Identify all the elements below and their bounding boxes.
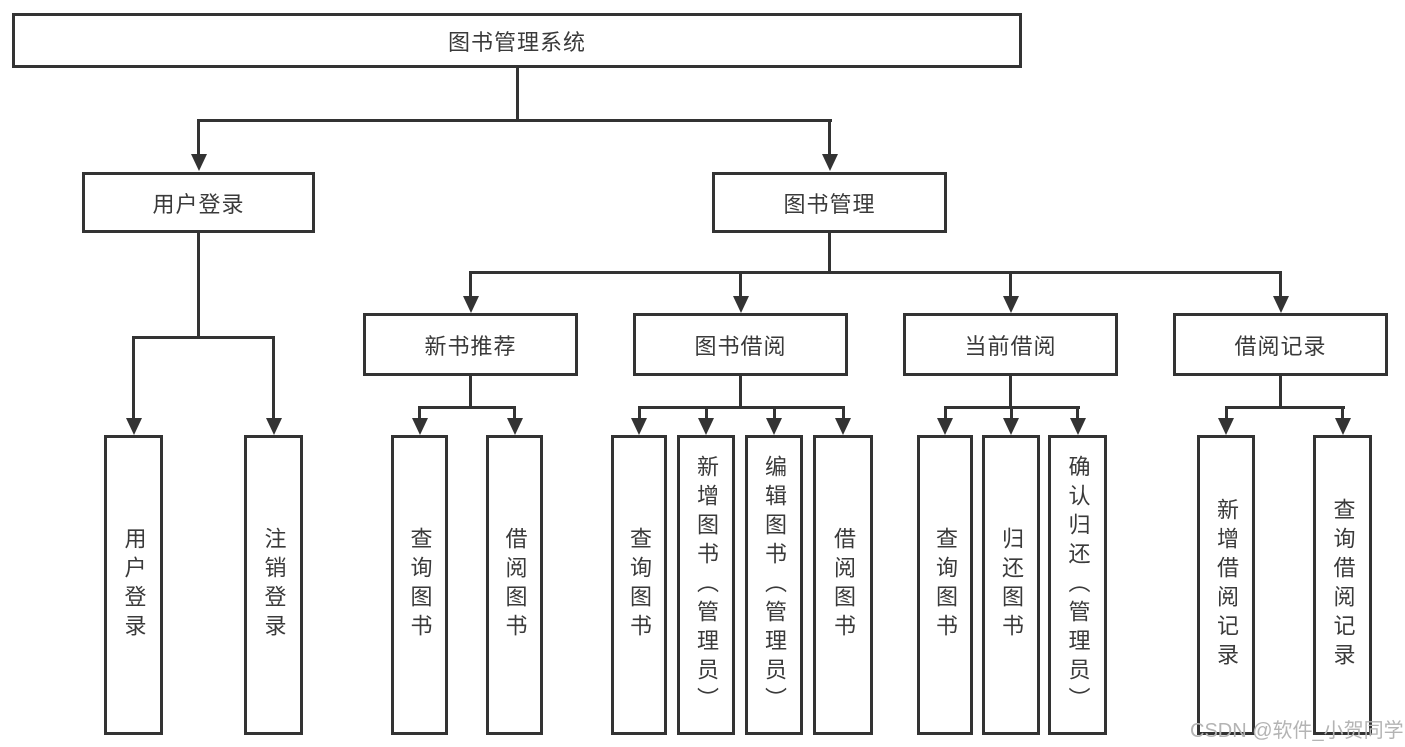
arrow-down-icon (126, 418, 142, 435)
connector-line (197, 119, 832, 122)
arrow-down-icon (698, 418, 714, 435)
connector-line (828, 119, 831, 157)
node-book-borrow: 图书借阅 (633, 313, 848, 376)
connector-line (418, 406, 421, 421)
leaf-logout: 注销登录 (244, 435, 303, 735)
arrow-down-icon (937, 418, 953, 435)
connector-line (469, 271, 1282, 274)
connector-line (1225, 406, 1228, 421)
connector-line (197, 233, 200, 338)
connector-line (1279, 376, 1282, 409)
arrow-down-icon (463, 296, 479, 313)
leaf-recommend-borrow-books: 借阅图书 (486, 435, 543, 735)
connector-line (1010, 406, 1013, 421)
connector-line (1009, 376, 1012, 409)
node-new-book-recommend: 新书推荐 (363, 313, 578, 376)
node-current-borrow: 当前借阅 (903, 313, 1118, 376)
connector-line (773, 406, 776, 421)
connector-line (705, 406, 708, 421)
leaf-recommend-query-books: 查询图书 (391, 435, 448, 735)
csdn-watermark: CSDN @软件_小贺同学 (1190, 720, 1404, 742)
arrow-down-icon (1070, 418, 1086, 435)
arrow-down-icon (822, 154, 838, 171)
arrow-down-icon (631, 418, 647, 435)
leaf-borrow-borrow-books: 借阅图书 (813, 435, 873, 735)
leaf-current-return-books: 归还图书 (982, 435, 1040, 735)
connector-line (197, 119, 200, 157)
arrow-down-icon (266, 418, 282, 435)
leaf-user-login: 用户登录 (104, 435, 163, 735)
arrow-down-icon (733, 296, 749, 313)
arrow-down-icon (507, 418, 523, 435)
arrow-down-icon (835, 418, 851, 435)
arrow-down-icon (1003, 418, 1019, 435)
arrow-down-icon (1335, 418, 1351, 435)
node-borrow-records: 借阅记录 (1173, 313, 1388, 376)
connector-line (1341, 406, 1344, 421)
connector-line (739, 271, 742, 300)
arrow-down-icon (1218, 418, 1234, 435)
leaf-borrow-query-books: 查询图书 (611, 435, 667, 735)
arrow-down-icon (1003, 296, 1019, 313)
connector-line (132, 336, 135, 421)
connector-line (944, 406, 947, 421)
arrow-down-icon (412, 418, 428, 435)
connector-line (1225, 406, 1345, 409)
leaf-records-query-record: 查询借阅记录 (1313, 435, 1372, 735)
connector-line (469, 376, 472, 409)
connector-line (739, 376, 742, 409)
leaf-borrow-edit-books-admin: 编辑图书（管理员） (745, 435, 803, 735)
arrow-down-icon (766, 418, 782, 435)
connector-line (828, 233, 831, 274)
node-library-system: 图书管理系统 (12, 13, 1022, 68)
connector-line (1009, 271, 1012, 300)
connector-line (842, 406, 845, 421)
connector-line (132, 336, 275, 339)
connector-line (272, 336, 275, 421)
leaf-borrow-add-books-admin: 新增图书（管理员） (677, 435, 735, 735)
arrow-down-icon (1273, 296, 1289, 313)
connector-line (513, 406, 516, 421)
node-book-management: 图书管理 (712, 172, 947, 233)
connector-line (638, 406, 641, 421)
connector-line (516, 68, 519, 122)
connector-line (418, 406, 516, 409)
connector-line (1279, 271, 1282, 300)
node-user-login: 用户登录 (82, 172, 315, 233)
leaf-current-query-books: 查询图书 (917, 435, 973, 735)
connector-line (469, 271, 472, 300)
leaf-records-add-record: 新增借阅记录 (1197, 435, 1255, 735)
connector-line (638, 406, 845, 409)
leaf-current-confirm-return-admin: 确认归还（管理员） (1048, 435, 1107, 735)
connector-line (1076, 406, 1079, 421)
arrow-down-icon (191, 154, 207, 171)
